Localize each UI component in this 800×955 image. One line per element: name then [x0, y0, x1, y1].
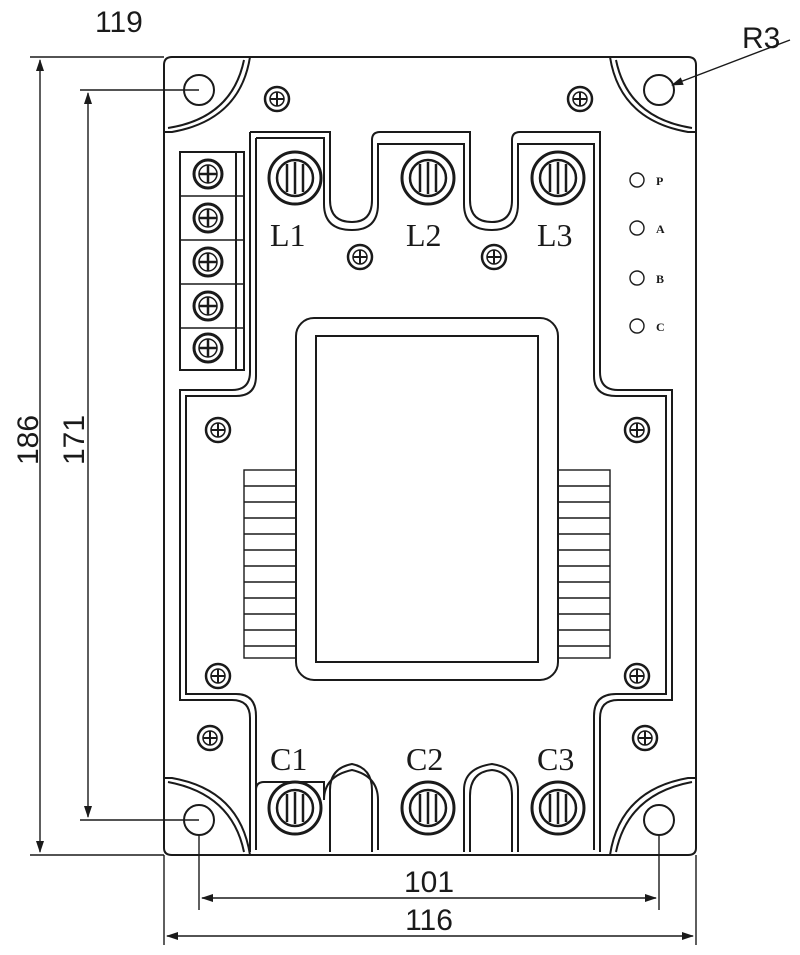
dim-label-186: 186: [12, 415, 45, 465]
indicator-leds: P A B C: [629, 172, 665, 334]
mounting-hole-top-right: [643, 74, 675, 106]
dim-label-101: 101: [404, 866, 454, 899]
terminal-label-c2: C2: [406, 741, 443, 777]
power-terminal-C2: [400, 780, 456, 836]
power-terminal-L3: [530, 150, 586, 206]
led-a: [629, 220, 645, 236]
power-terminal-C3: [530, 780, 586, 836]
led-label-p: P: [656, 174, 663, 188]
housing-outline: [179, 131, 673, 852]
heatsink-fins-left: [243, 469, 297, 659]
dim-label-116: 116: [405, 904, 453, 937]
terminal-label-l3: L3: [537, 217, 573, 253]
power-terminal-L2: [400, 150, 456, 206]
dimension-outer-width: 116: [163, 855, 697, 945]
led-c: [629, 318, 645, 334]
terminal-label-c3: C3: [537, 741, 574, 777]
heatsink-fins-right: [557, 469, 611, 659]
terminal-label-l2: L2: [406, 217, 442, 253]
led-b: [629, 270, 645, 286]
terminal-label-l1: L1: [270, 217, 306, 253]
central-cover: [295, 317, 559, 681]
led-label-a: A: [656, 222, 665, 236]
control-terminal-block: [179, 151, 245, 371]
power-terminal-L1: [267, 150, 323, 206]
led-label-b: B: [656, 272, 664, 286]
dimension-hole-width: 101: [198, 835, 660, 910]
mounting-hole-bottom-right: [643, 804, 675, 836]
dimension-radius: R3: [671, 22, 791, 86]
dim-label-119: 119: [95, 6, 143, 39]
dimension-hole-height: 171: [58, 89, 199, 821]
housing-corners: [164, 56, 696, 856]
led-p: [629, 172, 645, 188]
power-terminal-C1: [267, 780, 323, 836]
led-label-c: C: [656, 320, 665, 334]
terminal-label-c1: C1: [270, 741, 307, 777]
dim-label-171: 171: [58, 415, 91, 465]
base-plate: [163, 56, 697, 856]
dimension-outer-height: 186: [12, 56, 164, 856]
dim-label-r3: R3: [742, 22, 780, 55]
